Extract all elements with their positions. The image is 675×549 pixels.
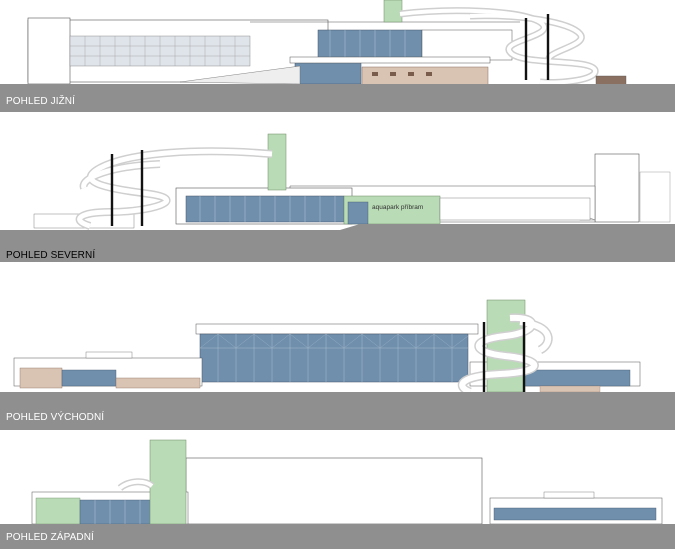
elevation-label: POHLED SEVERNÍ (6, 250, 96, 261)
ground-band (0, 84, 675, 112)
north-elevation-drawing (0, 133, 675, 262)
glass-hall (317, 29, 423, 59)
elevation-east: POHLED VÝCHODNÍ (0, 292, 675, 430)
tower (149, 439, 187, 525)
elevation-west: POHLED ZÁPADNÍ (0, 436, 675, 549)
elevation-north: POHLED SEVERNÍ aquapark příbram (0, 128, 675, 262)
west-elevation-drawing (0, 439, 675, 549)
elevation-label: POHLED JIŽNÍ (6, 96, 75, 107)
elevation-south: POHLED JIŽNÍ (0, 0, 675, 112)
brick-volume (19, 367, 63, 389)
east-elevation-drawing (0, 299, 675, 430)
elevation-label: POHLED VÝCHODNÍ (6, 412, 105, 423)
main-hall (185, 457, 483, 525)
tower (267, 133, 287, 191)
glass-facade (185, 195, 345, 223)
elevation-label: POHLED ZÁPADNÍ (6, 532, 94, 543)
tower (383, 0, 403, 23)
south-elevation-drawing (27, 0, 627, 94)
building-sign: aquapark příbram (372, 204, 424, 211)
glass-hall (199, 333, 469, 383)
glass-facade (79, 499, 155, 525)
